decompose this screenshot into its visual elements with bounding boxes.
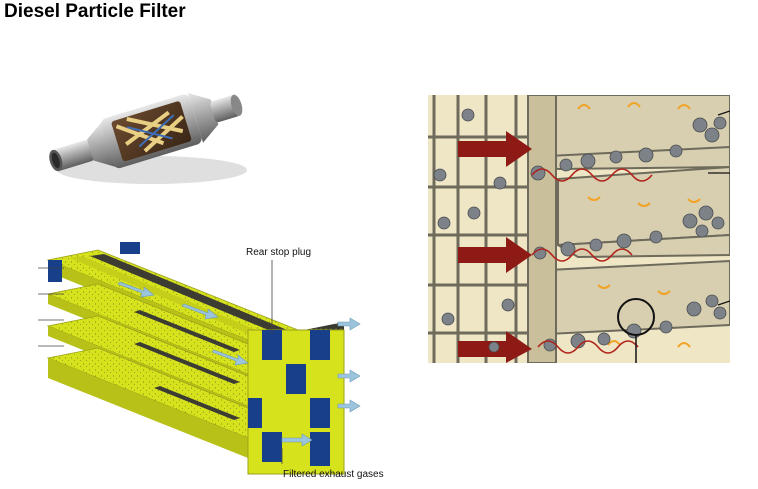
gas-flow-arrows [577, 102, 701, 348]
wall-closeup [428, 94, 731, 364]
rear-stop-plug-label: Rear stop plug [246, 247, 312, 258]
soot-trapping-drawing [428, 94, 731, 364]
filtered-exhaust-label: Filtered exhaust gases [283, 469, 384, 480]
front-plug [48, 260, 62, 282]
flow-arrows [117, 281, 361, 447]
dpf-canister-illustration [49, 92, 247, 184]
honeycomb-channels-drawing [38, 242, 361, 475]
substrate-layers [46, 249, 300, 458]
front-plug [120, 242, 140, 254]
filter-channel-cutaway [34, 212, 406, 478]
page-title: Diesel Particle Filter [4, 1, 186, 22]
end-face-grid [247, 329, 345, 475]
